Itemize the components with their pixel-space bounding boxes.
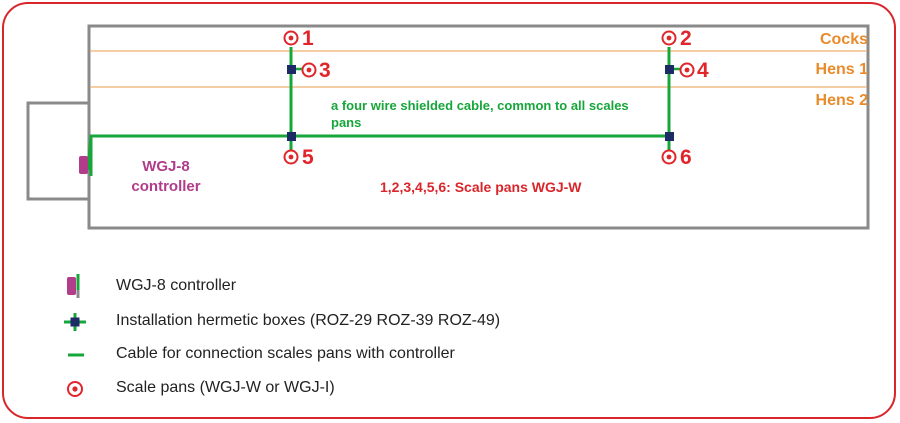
building-outline: [87, 24, 870, 230]
row-label-hens1: Hens 1: [815, 61, 868, 78]
pan-number-5: 5: [302, 146, 314, 169]
scale-pan-icon: [661, 149, 677, 165]
pan-number-4: 4: [697, 59, 709, 82]
controller-label: WGJ-8 controller: [131, 158, 201, 195]
scale-pan-icon: [661, 30, 677, 46]
hermetic-box-icon: [287, 132, 296, 141]
scale-pan-icon: [301, 62, 317, 78]
scale-pan-icon: [67, 381, 83, 397]
outer-frame: [2, 2, 896, 419]
pan-number-2: 2: [680, 27, 692, 50]
pan-number-3: 3: [319, 59, 331, 82]
scale-pan-icon: [283, 149, 299, 165]
hermetic-box-icon: [287, 65, 296, 74]
hermetic-box-icon: [665, 65, 674, 74]
cable-annotation: a four wire shielded cable, common to al…: [331, 98, 629, 130]
legend-label: Installation hermetic boxes (ROZ-29 ROZ-…: [116, 312, 501, 329]
legend-item-cable: Cable for connection scales pans with co…: [54, 342, 754, 368]
scale-pan-icon: [283, 30, 299, 46]
pan-number-1: 1: [302, 27, 314, 50]
controller-housing-outline: [26, 101, 89, 201]
pan-number-6: 6: [680, 146, 692, 169]
row-label-hens2: Hens 2: [815, 92, 868, 109]
hermetic-box-icon: [665, 132, 674, 141]
legend-item-controller: WGJ-8 controller: [54, 274, 754, 300]
legend-item-scale-pan: Scale pans (WGJ-W or WGJ-I): [54, 376, 754, 402]
controller-icon: [67, 274, 80, 298]
scale-pan-icon: [679, 62, 695, 78]
legend-label: Cable for connection scales pans with co…: [116, 345, 455, 362]
row-label-cocks: Cocks: [819, 31, 868, 48]
cable-icon: [68, 353, 84, 357]
legend-label: Scale pans (WGJ-W or WGJ-I): [116, 379, 335, 396]
hermetic-box-icon: [64, 313, 86, 331]
controller-icon: [79, 156, 88, 174]
legend-label: WGJ-8 controller: [116, 277, 237, 294]
scale-pans-annotation: 1,2,3,4,5,6: Scale pans WGJ-W: [380, 179, 582, 195]
legend-item-hermetic-box: Installation hermetic boxes (ROZ-29 ROZ-…: [54, 309, 754, 335]
